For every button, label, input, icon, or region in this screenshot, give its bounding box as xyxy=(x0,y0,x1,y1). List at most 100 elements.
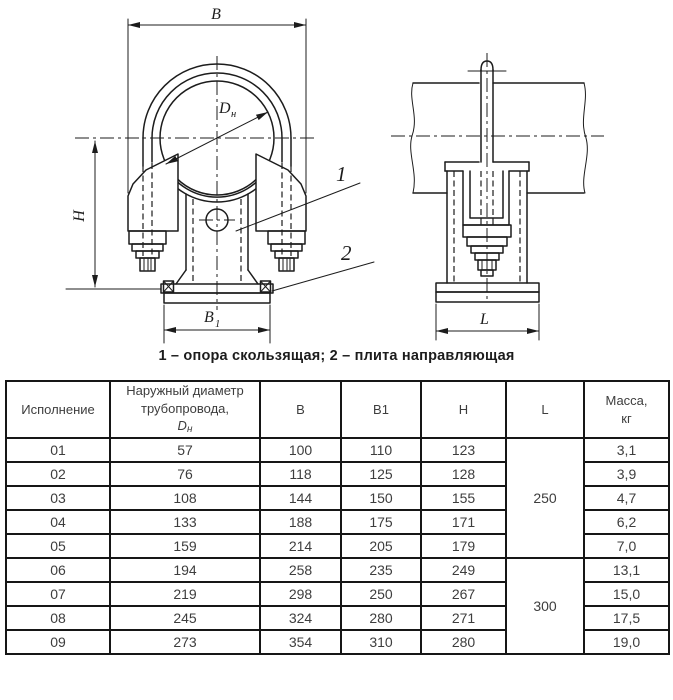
cell-mass: 3,9 xyxy=(583,461,670,487)
figure-caption: 1 – опора скользящая; 2 – плита направля… xyxy=(158,348,515,364)
technical-drawing: B H D н B 1 xyxy=(65,6,604,344)
cell-h: 123 xyxy=(420,437,507,463)
guide-plate xyxy=(163,292,271,304)
col-header-mass-line2: кг xyxy=(621,410,632,426)
u-bolt xyxy=(142,63,292,167)
dim-label-b1: B xyxy=(204,309,214,326)
cell-version: 07 xyxy=(5,581,111,607)
right-lug xyxy=(255,153,307,256)
cell-dn: 76 xyxy=(109,461,261,487)
cell-h: 280 xyxy=(420,629,507,655)
cell-l-merged: 300 xyxy=(505,557,585,655)
col-header-h: H xyxy=(420,380,507,439)
cell-dn: 133 xyxy=(109,509,261,535)
cell-b: 118 xyxy=(259,461,342,487)
cell-version: 04 xyxy=(5,509,111,535)
dimension-dn: D н xyxy=(165,100,269,165)
part-number-2: 2 xyxy=(341,241,352,265)
cell-mass: 7,0 xyxy=(583,533,670,559)
side-view: L xyxy=(391,53,604,341)
front-view: B H D н B 1 xyxy=(65,6,375,344)
dim-label-l: L xyxy=(479,311,489,328)
cell-version: 03 xyxy=(5,485,111,511)
cell-mass: 4,7 xyxy=(583,485,670,511)
cell-version: 08 xyxy=(5,605,111,631)
table-header-row: Исполнение Наружный диаметр трубопровода… xyxy=(5,380,670,439)
cell-b: 188 xyxy=(259,509,342,535)
col-header-diameter: Наружный диаметр трубопровода, Dн xyxy=(109,380,261,439)
pipe-outline xyxy=(159,80,275,196)
cell-h: 271 xyxy=(420,605,507,631)
cell-b1: 280 xyxy=(340,605,422,631)
col-header-diameter-symbol: Dн xyxy=(177,418,193,436)
bolt-hole xyxy=(199,208,235,232)
cell-mass: 19,0 xyxy=(583,629,670,655)
col-header-l: L xyxy=(505,380,585,439)
dimension-l: L xyxy=(435,303,540,341)
dimension-h: H xyxy=(65,140,162,290)
cell-dn: 159 xyxy=(109,533,261,559)
cell-h: 171 xyxy=(420,509,507,535)
cell-b1: 175 xyxy=(340,509,422,535)
cell-b: 144 xyxy=(259,485,342,511)
support-column xyxy=(175,193,259,285)
cell-h: 249 xyxy=(420,557,507,583)
col-header-b1: B1 xyxy=(340,380,422,439)
cell-b: 298 xyxy=(259,581,342,607)
base-plates xyxy=(435,282,540,303)
cell-b1: 250 xyxy=(340,581,422,607)
cell-b1: 150 xyxy=(340,485,422,511)
cell-b: 214 xyxy=(259,533,342,559)
cell-version: 02 xyxy=(5,461,111,487)
cell-b1: 235 xyxy=(340,557,422,583)
cell-b: 354 xyxy=(259,629,342,655)
cell-mass: 6,2 xyxy=(583,509,670,535)
part-number-1: 1 xyxy=(336,162,347,186)
cell-mass: 17,5 xyxy=(583,605,670,631)
dim-label-dn: D xyxy=(218,100,231,117)
cell-mass: 15,0 xyxy=(583,581,670,607)
u-bolt-rod xyxy=(467,60,507,225)
cell-dn: 273 xyxy=(109,629,261,655)
right-bolt-stack xyxy=(267,230,306,272)
col-header-version: Исполнение xyxy=(5,380,111,439)
cell-l-merged: 250 xyxy=(505,437,585,559)
dim-label-b: B xyxy=(211,6,221,23)
cell-b1: 125 xyxy=(340,461,422,487)
dim-label-dn-sub: н xyxy=(231,109,236,120)
cell-version: 01 xyxy=(5,437,111,463)
dim-label-h: H xyxy=(71,209,88,223)
cell-b1: 310 xyxy=(340,629,422,655)
cell-mass: 13,1 xyxy=(583,557,670,583)
cell-b1: 110 xyxy=(340,437,422,463)
specification-table: Исполнение Наружный диаметр трубопровода… xyxy=(5,380,670,655)
cell-version: 05 xyxy=(5,533,111,559)
dim-label-b1-sub: 1 xyxy=(215,319,220,330)
col-header-mass-line1: Масса, xyxy=(605,392,648,408)
cell-h: 155 xyxy=(420,485,507,511)
cell-h: 179 xyxy=(420,533,507,559)
left-lug xyxy=(127,153,179,256)
cell-b1: 205 xyxy=(340,533,422,559)
part-leader-2: 2 xyxy=(271,241,375,292)
cell-dn: 57 xyxy=(109,437,261,463)
cell-dn: 219 xyxy=(109,581,261,607)
cell-dn: 108 xyxy=(109,485,261,511)
col-header-diameter-line2: трубопровода, xyxy=(141,400,229,416)
cell-mass: 3,1 xyxy=(583,437,670,463)
cell-version: 09 xyxy=(5,629,111,655)
part-leader-1: 1 xyxy=(235,162,361,232)
cell-version: 06 xyxy=(5,557,111,583)
col-header-mass: Масса, кг xyxy=(583,380,670,439)
